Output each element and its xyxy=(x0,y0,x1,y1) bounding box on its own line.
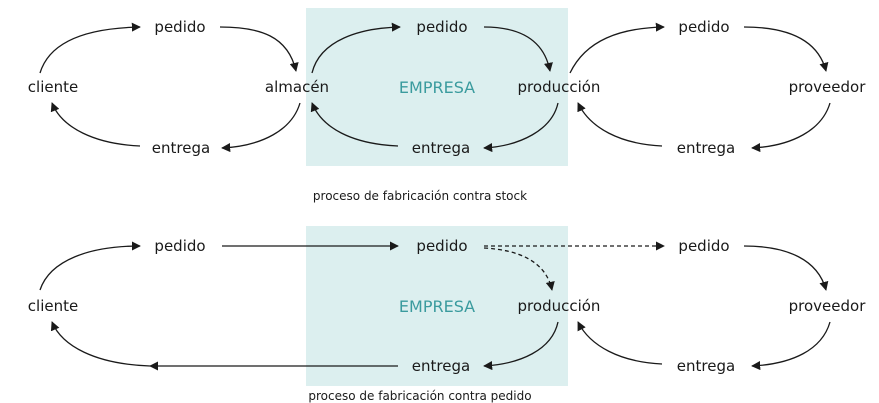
arrow-entrega-to-produccion xyxy=(577,102,663,147)
company-band-top xyxy=(306,8,568,166)
node-pedido-center-bottom: pedido xyxy=(416,237,467,255)
node-entrega-center: entrega xyxy=(412,139,470,157)
arrow-entrega-to-almacen xyxy=(310,102,399,147)
node-produccion-bottom: producción xyxy=(518,297,601,315)
node-entrega-center-bottom: entrega xyxy=(412,357,470,375)
node-pedido-left: pedido xyxy=(154,18,205,36)
arrow-pedido-to-proveedor xyxy=(743,26,829,72)
arrow-almacen-to-pedido xyxy=(311,22,401,74)
node-cliente-bottom: cliente xyxy=(28,297,78,315)
arrow-entrega-to-produccion-bottom xyxy=(577,321,663,365)
node-pedido-right: pedido xyxy=(678,18,729,36)
caption-bottom: proceso de fabricación contra pedido xyxy=(308,389,531,403)
node-pedido-right-bottom: pedido xyxy=(678,237,729,255)
arrow-pedido-to-produccion xyxy=(483,26,553,72)
arrow-dashed-pedido-to-produccion xyxy=(483,247,555,291)
node-produccion: producción xyxy=(518,78,601,96)
diagram-make-to-order: pedido cliente EMPRESA pedido entrega pr… xyxy=(28,237,866,403)
node-proveedor-bottom: proveedor xyxy=(789,297,867,315)
arrow-entrega-to-cliente xyxy=(50,102,141,147)
company-label-top: EMPRESA xyxy=(399,78,475,97)
company-band-bottom xyxy=(306,226,568,386)
arrow-pedido-to-proveedor-bottom xyxy=(743,245,829,291)
arrow-pedido-to-almacen xyxy=(219,26,299,72)
caption-top: proceso de fabricación contra stock xyxy=(313,189,527,203)
node-entrega-right-bottom: entrega xyxy=(677,357,735,375)
node-pedido-center: pedido xyxy=(416,18,467,36)
arrow-proveedor-to-entrega-bottom xyxy=(751,321,831,371)
node-almacen: almacén xyxy=(265,78,329,96)
node-proveedor: proveedor xyxy=(789,78,867,96)
company-label-bottom: EMPRESA xyxy=(399,297,475,316)
arrow-produccion-to-entrega xyxy=(483,102,559,153)
node-entrega-left: entrega xyxy=(152,139,210,157)
arrow-cliente-to-pedido-bottom xyxy=(39,241,141,291)
arrow-produccion-to-entrega-bottom xyxy=(483,321,559,371)
arrow-almacen-to-entrega xyxy=(221,102,301,153)
diagram-make-to-stock: pedido entrega cliente almacén EMPRESA p… xyxy=(28,18,866,203)
node-entrega-right: entrega xyxy=(677,139,735,157)
arrow-cliente-to-pedido xyxy=(39,22,141,74)
arrow-proveedor-to-entrega xyxy=(751,102,831,153)
arrow-produccion-to-pedido xyxy=(569,22,665,74)
arrow-entrega-line-to-cliente xyxy=(50,321,151,367)
node-cliente: cliente xyxy=(28,78,78,96)
node-pedido-left-bottom: pedido xyxy=(154,237,205,255)
